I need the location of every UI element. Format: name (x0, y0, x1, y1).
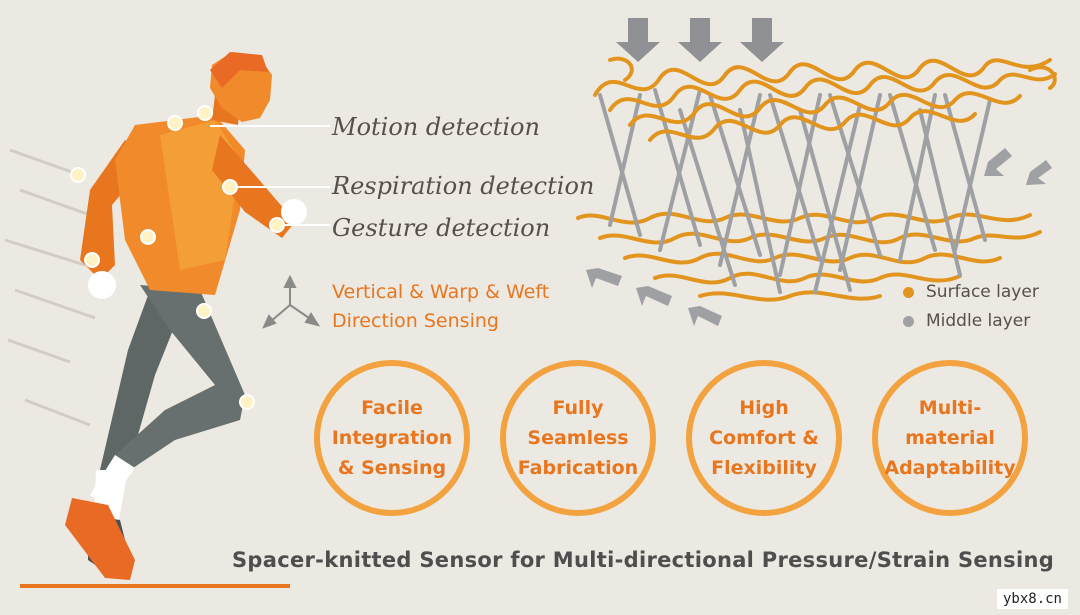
sensor-point (196, 303, 212, 319)
feature-circle-seamless-fabrication: Fully Seamless Fabrication (500, 360, 656, 516)
direction-sensing-line-2: Direction Sensing (332, 310, 499, 332)
legend-surface-layer: Surface layer (903, 282, 1039, 302)
legend-label: Middle layer (926, 311, 1031, 331)
surface-layer-dot (903, 286, 914, 298)
front-sock (90, 455, 135, 505)
respiration-detection-label: Respiration detection (332, 172, 595, 200)
sensor-point (84, 252, 100, 268)
motion-streaks (4, 148, 96, 427)
feature-circle-material-adaptability: Multi- material Adaptability (872, 360, 1028, 516)
direction-sensing-text: Vertical & Warp & Weft Direction Sensing (332, 278, 549, 336)
feature-text: Multi- material Adaptability (884, 397, 1016, 479)
feature-circle-comfort-flexibility: High Comfort & Flexibility (686, 360, 842, 516)
back-hand (88, 271, 116, 299)
watermark: ybx8.cn (996, 589, 1068, 609)
axes-icon (262, 274, 321, 329)
motion-detection-label: Motion detection (332, 113, 540, 141)
top-surface-layer (593, 56, 1057, 142)
sensor-point (239, 394, 255, 410)
middle-layer (598, 88, 992, 294)
front-shoe (65, 498, 135, 580)
sensor-point (167, 115, 183, 131)
bottom-surface-layer (576, 211, 1042, 302)
front-leg (115, 285, 245, 470)
legend-label: Surface layer (926, 282, 1039, 302)
legend-middle-layer: Middle layer (903, 311, 1030, 331)
pointer-lines (210, 125, 330, 226)
gesture-detection-label: Gesture detection (332, 214, 551, 242)
feature-circle-facile-integration: Facile Integration & Sensing (314, 360, 470, 516)
hair (210, 52, 268, 88)
figure-caption: Spacer-knitted Sensor for Multi-directio… (232, 548, 1055, 572)
sensor-point (197, 105, 213, 121)
front-hand (281, 199, 307, 225)
direction-sensing-line-1: Vertical & Warp & Weft (332, 281, 550, 303)
sensor-point (140, 229, 156, 245)
strain-arrows (586, 148, 1052, 326)
sensor-point (70, 167, 86, 183)
feature-text: High Comfort & Flexibility (709, 397, 819, 479)
sensor-points (70, 105, 285, 410)
pressure-arrows (616, 18, 784, 62)
middle-layer-dot (903, 315, 914, 327)
feature-text: Fully Seamless Fabrication (517, 397, 639, 479)
feature-text: Facile Integration & Sensing (331, 397, 453, 479)
